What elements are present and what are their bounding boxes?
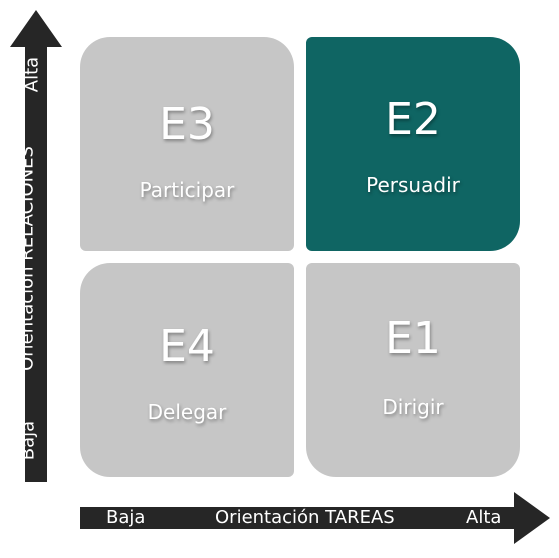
quadrant-e4: E4 Delegar	[80, 263, 294, 477]
x-axis-arrow-shape	[80, 492, 550, 544]
y-axis-high-label: Alta	[21, 56, 43, 93]
y-axis-arrow	[10, 10, 62, 482]
quadrant-e2-label: Persuadir	[366, 173, 460, 197]
quadrant-e1-label: Dirigir	[382, 395, 444, 419]
x-axis-low-label: Baja	[106, 507, 146, 528]
x-axis-title: Orientación TAREAS	[215, 507, 395, 528]
quadrant-e2-code: E2	[385, 94, 441, 145]
y-axis-title: Orientación RELACIONES	[16, 146, 38, 371]
quadrant-e1-code: E1	[385, 313, 441, 364]
quadrant-e3: E3 Participar	[80, 37, 294, 251]
x-axis-high-label: Alta	[466, 507, 502, 528]
x-axis-arrow	[80, 492, 550, 544]
quadrant-e4-code: E4	[159, 321, 215, 372]
y-axis-arrow-shape	[10, 10, 62, 482]
quadrant-e3-label: Participar	[139, 178, 235, 202]
quadrant-e4-label: Delegar	[147, 400, 227, 424]
y-axis-low-label: Baja	[17, 420, 39, 461]
quadrant-e1: E1 Dirigir	[306, 263, 520, 477]
quadrant-e2: E2 Persuadir	[306, 37, 520, 251]
quadrant-e3-code: E3	[159, 99, 215, 150]
